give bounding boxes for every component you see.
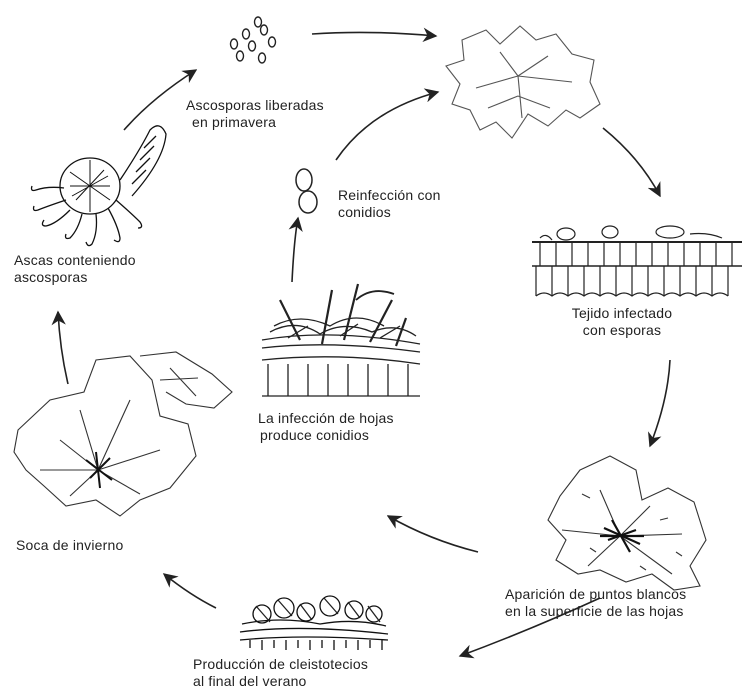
label-produccion-line-1: Producción de cleistotecios — [193, 656, 368, 673]
label-tejido-line-1: Tejido infectado — [560, 305, 684, 322]
leaf-infection-illustration — [262, 284, 420, 396]
label-ascas-line-2: ascosporas — [14, 269, 136, 286]
arrow-infection-to-reinfection — [292, 218, 298, 282]
label-ascosporas-line-1: Ascosporas liberadas — [186, 97, 324, 114]
label-infeccion-line-1: La infección de hojas — [258, 410, 394, 427]
label-produccion-line-2: al final del verano — [193, 673, 368, 690]
label-aparicion: Aparición de puntos blancos en la superf… — [505, 586, 686, 620]
label-reinfeccion-line-1: Reinfección con — [338, 187, 441, 204]
label-ascosporas: Ascosporas liberadas en primavera — [186, 97, 324, 131]
arrow-spots-to-infection — [388, 516, 478, 552]
overwintering-debris-illustration — [14, 352, 232, 516]
infected-tissue-illustration — [532, 226, 742, 296]
label-reinfeccion-line-2: conidios — [338, 204, 441, 221]
cleistothecia-illustration — [240, 596, 388, 650]
label-aparicion-line-2: en la superficie de las hojas — [505, 603, 686, 620]
arrow-spores-to-leaf — [312, 32, 436, 36]
arrow-reinfection-to-leaf — [336, 92, 438, 160]
healthy-leaf-illustration — [446, 26, 600, 138]
label-reinfeccion: Reinfección con conidios — [338, 187, 441, 221]
ascospores-illustration — [231, 17, 276, 63]
spotted-leaf-illustration — [548, 456, 706, 590]
label-infeccion: La infección de hojas produce conidios — [258, 410, 394, 444]
label-tejido-line-2: con esporas — [560, 322, 684, 339]
label-ascas-line-1: Ascas conteniendo — [14, 252, 136, 269]
label-soca: Soca de invierno — [16, 537, 124, 554]
arrow-leaf-to-tissue — [603, 128, 660, 196]
label-aparicion-line-1: Aparición de puntos blancos — [505, 586, 686, 603]
arrow-soca-to-ascas — [58, 312, 68, 384]
label-ascas: Ascas conteniendo ascosporas — [14, 252, 136, 286]
arrow-tissue-to-spots — [650, 360, 670, 446]
arrow-cleisto-to-soca — [164, 574, 216, 608]
conidia-illustration — [296, 169, 317, 213]
label-ascosporas-line-2: en primavera — [186, 114, 324, 131]
label-soca-line-1: Soca de invierno — [16, 537, 124, 554]
asca-illustration — [32, 126, 167, 246]
label-tejido: Tejido infectado con esporas — [560, 305, 684, 339]
label-infeccion-line-2: produce conidios — [258, 427, 394, 444]
label-produccion: Producción de cleistotecios al final del… — [193, 656, 368, 690]
cycle-arrows — [58, 32, 670, 656]
